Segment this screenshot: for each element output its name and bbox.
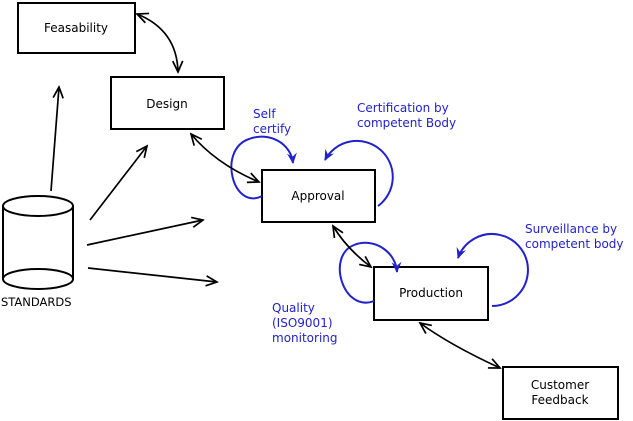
quality-label-line3: monitoring xyxy=(272,331,338,345)
certification-label-line2: competent Body xyxy=(357,116,456,130)
certification-label-line1: Certification by xyxy=(357,101,449,115)
customer-feedback-label-line1: Customer xyxy=(531,378,589,392)
design-label: Design xyxy=(146,97,187,111)
arrow-standards-to-approval xyxy=(86,220,203,246)
arrow-production-customer-feedback xyxy=(420,323,500,368)
arrow-design-approval xyxy=(191,134,259,182)
certification-loop-arrow xyxy=(324,139,394,207)
customer-feedback-label-line2: Feedback xyxy=(531,393,588,407)
feasability-label: Feasability xyxy=(44,21,108,35)
customer-feedback-box xyxy=(502,366,619,420)
arrow-feasability-design xyxy=(137,14,178,72)
surveillance-label-line2: competent body xyxy=(525,237,624,251)
cylinder-top-ellipse xyxy=(2,195,74,217)
cylinder-bottom-ellipse xyxy=(2,268,74,290)
cylinder-body-sides xyxy=(2,206,74,279)
standards-label: STANDARDS xyxy=(1,295,72,309)
surveillance-loop-arrow xyxy=(456,233,529,307)
arrow-standards-to-feasability xyxy=(50,87,59,192)
arrow-standards-to-design xyxy=(89,146,147,221)
production-box xyxy=(373,266,489,321)
production-label: Production xyxy=(399,286,463,300)
approval-label: Approval xyxy=(291,189,344,203)
quality-label-line2: (ISO9001) xyxy=(272,316,333,330)
design-box xyxy=(110,76,225,130)
arrow-approval-production xyxy=(333,226,371,267)
surveillance-label-line1: Surveillance by xyxy=(525,222,617,236)
standards-cylinder xyxy=(2,195,74,290)
self-certify-label-line1: Self xyxy=(253,107,276,121)
feasability-box xyxy=(17,2,136,54)
quality-label-line1: Quality xyxy=(272,301,315,315)
self-certify-label-line2: certify xyxy=(253,122,291,136)
arrow-standards-to-production xyxy=(87,267,217,282)
